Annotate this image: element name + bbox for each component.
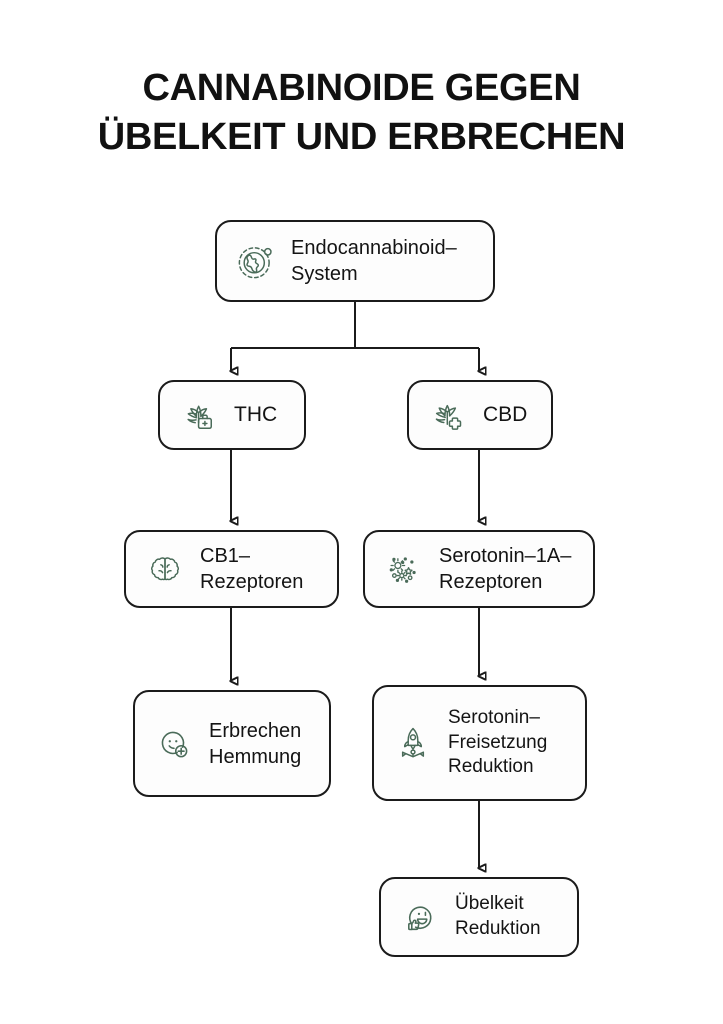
node-erbrechen-hemmung[interactable]: Erbrechen Hemmung: [133, 690, 331, 797]
node-serotonin-1a-rezeptoren[interactable]: Serotonin–1A– Rezeptoren: [363, 530, 595, 608]
node-label: Serotonin– Freisetzung Reduktion: [448, 706, 548, 778]
node-endocannabinoid-system[interactable]: Endocannabinoid– System: [215, 220, 495, 302]
node-label: Endocannabinoid– System: [291, 237, 457, 285]
page-title-line-1: CANNABINOIDE GEGEN: [142, 67, 581, 109]
node-cb1-rezeptoren[interactable]: CB1– Rezeptoren: [124, 530, 339, 608]
node-label: CB1– Rezeptoren: [200, 545, 304, 593]
brain-icon: [144, 548, 186, 590]
node-serotonin-freisetzung-reduktion[interactable]: Serotonin– Freisetzung Reduktion: [372, 685, 587, 801]
page-title-line-2: ÜBELKEIT UND ERBRECHEN: [97, 115, 626, 158]
node-label: Erbrechen Hemmung: [209, 719, 302, 768]
node-thc[interactable]: THC: [158, 380, 306, 450]
cannabis-leaf-cross-icon: [427, 394, 469, 436]
rocket-icon: [392, 722, 434, 764]
node-uebelkeit-reduktion[interactable]: Übelkeit Reduktion: [379, 877, 579, 957]
smiley-thumbsup-icon: [399, 896, 441, 938]
smiley-plus-icon: [153, 723, 195, 765]
page-title: CANNABINOIDE GEGEN ÜBELKEIT UND ERBRECHE…: [0, 64, 723, 161]
molecule-cluster-icon: [383, 548, 425, 590]
node-label: Übelkeit Reduktion: [455, 893, 541, 939]
node-label: CBD: [483, 403, 528, 427]
node-label: THC: [234, 403, 278, 427]
cannabis-leaf-medkit-icon: [178, 394, 220, 436]
globe-dashed-icon: [235, 240, 277, 282]
node-label: Serotonin–1A– Rezeptoren: [439, 545, 572, 593]
node-cbd[interactable]: CBD: [407, 380, 553, 450]
